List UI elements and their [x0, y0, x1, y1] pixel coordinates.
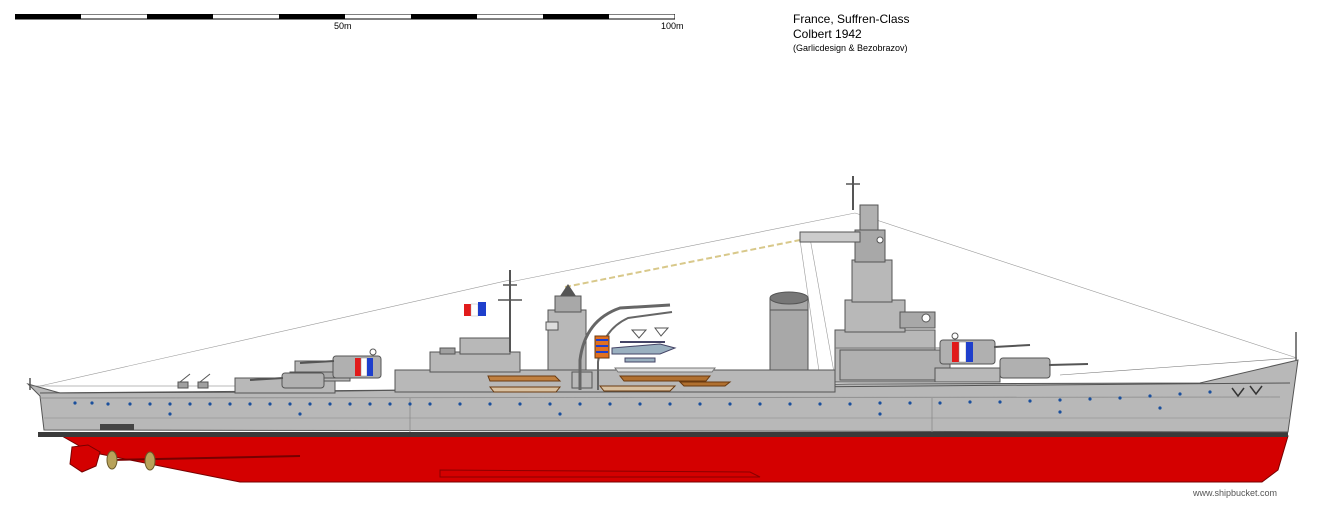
funnel	[769, 291, 809, 371]
website-credit: www.shipbucket.com	[1193, 488, 1278, 498]
ship-boats	[487, 367, 732, 393]
scale-bar	[15, 14, 675, 20]
authors-credit: (Garlicdesign & Bezobrazov)	[793, 43, 908, 53]
scale-label-100m: 100m	[661, 21, 684, 31]
floatplane	[594, 335, 677, 363]
aircraft-crane	[578, 303, 673, 390]
mainmast-aft	[464, 270, 522, 352]
forward-turret-a	[999, 357, 1089, 379]
title-block: France, Suffren-Class Colbert 1942 (Garl…	[793, 12, 910, 55]
aerial-line	[564, 239, 801, 288]
aft-turret-y	[299, 348, 382, 379]
hull-underwater	[60, 435, 1289, 483]
aa-guns-aft	[177, 373, 211, 389]
forward-superstructure	[799, 176, 960, 383]
aft-turret-x	[249, 372, 325, 389]
rigging-lines	[39, 212, 1298, 387]
ship-class-title: France, Suffren-Class	[793, 12, 910, 26]
forward-turret-b	[939, 332, 1031, 365]
scale-label-50m: 50m	[334, 21, 352, 31]
propeller-and-rudder	[69, 424, 301, 473]
anchors	[1231, 385, 1263, 398]
portholes	[73, 390, 1212, 416]
deck-railings	[30, 357, 1296, 387]
ship-name-title: Colbert 1942	[793, 27, 862, 41]
boot-top	[38, 432, 1288, 437]
